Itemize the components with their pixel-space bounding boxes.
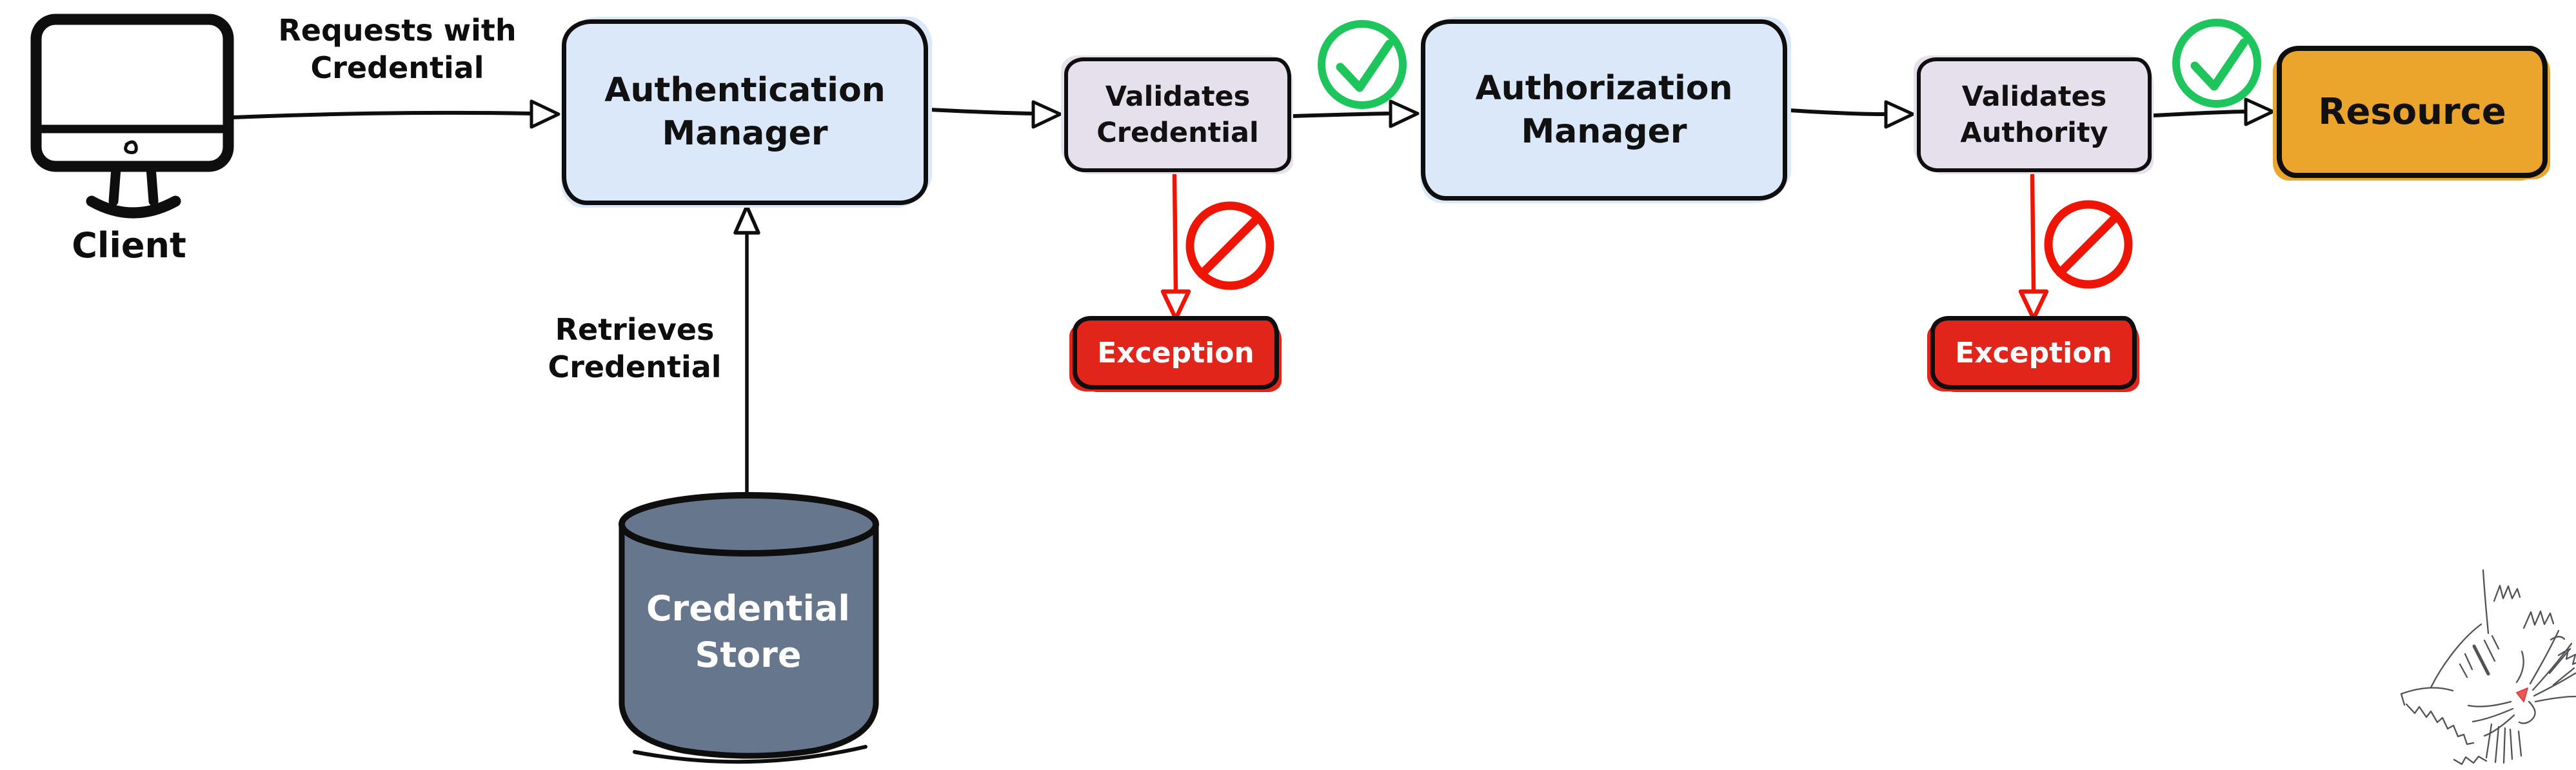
credential-store-cylinder [619,492,879,764]
prohibition-circle [1185,201,1274,290]
node-authentication-manager: Authentication Manager [562,19,928,205]
check-circle [1318,20,1407,109]
edge-auth-to-validates-credential [928,100,1062,129]
credential-store-label: Credential Store [646,588,850,675]
client-computer-icon [30,14,234,219]
cat-forehead-stripe [2472,644,2490,676]
success-check-icon [1318,20,1407,109]
cat-chin-strokes [2485,723,2522,764]
node-validates-authority: Validates Authority [1917,57,2152,172]
edge-authz-to-validates-authority [1787,100,1915,129]
cat-head-arc [2430,623,2482,689]
success-check-icon [2172,19,2261,108]
cat-ear-scribble [2493,584,2521,602]
cat-cheek-curve [2518,700,2536,724]
client-label-text: Client [72,225,186,266]
prohibition-icon [2044,200,2133,289]
edge-label-requests-with-credential: Requests with Credential [278,13,517,85]
edge-label-retrieves-credential: Retrieves Credential [548,312,722,384]
cylinder-bottom-sketch-line [633,745,867,764]
prohibition-slash [2056,212,2121,277]
node-exception-authority: Exception [1930,316,2137,390]
check-circle [2172,19,2261,108]
client-label: Client [39,227,219,264]
node-validates-credential: Validates Credential [1064,57,1291,172]
cat-nose [2516,687,2528,702]
cylinder-top [619,492,879,557]
node-exception-credential: Exception [1073,316,1279,390]
cat-left-ear [2400,687,2454,706]
cat-side-strokes-right [2548,647,2575,686]
cat-fur-wiggle-right [2550,636,2576,666]
cat-forehead-hatching [2459,635,2500,678]
check-mark [2190,38,2248,91]
node-resource: Resource [2277,46,2548,178]
cat-fur-zigzag-bottom [2453,755,2488,765]
prohibition-slash [1197,213,1263,279]
cat-fur-scribble-right-top [2522,610,2555,629]
cat-brow-curve [2515,650,2524,684]
prohibition-icon [1185,201,1274,290]
cat-ear-right-edge [2482,569,2490,635]
cylinder-body [619,525,879,759]
cat-whiskers-right [2529,629,2576,703]
check-mark [1336,39,1394,92]
edge-client-to-auth-manager [232,99,560,129]
cat-sketch [2400,569,2576,765]
prohibition-circle [2044,200,2133,289]
node-authorization-manager: Authorization Manager [1421,19,1787,201]
cat-fur-zigzag-left [2405,703,2475,745]
